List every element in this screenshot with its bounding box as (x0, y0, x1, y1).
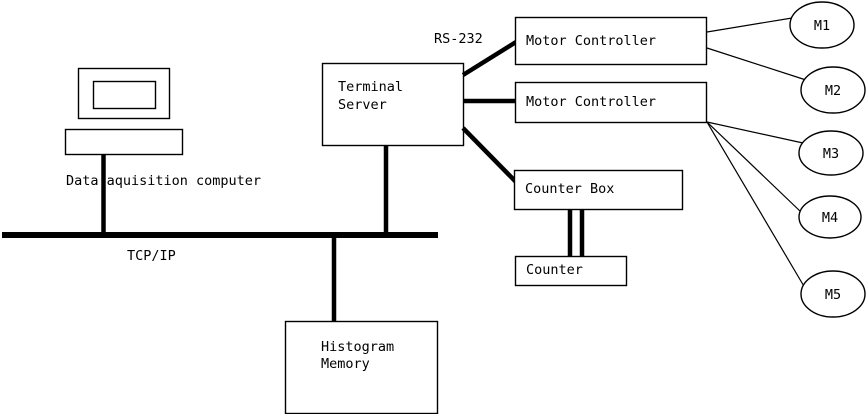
link-terminal-server-to-motor-controller-1 (461, 40, 518, 77)
terminal-server-box (321, 62, 465, 147)
daq-computer-base (64, 128, 184, 156)
tcpip-bus-label: TCP/IP (127, 248, 176, 264)
motor-controller-1-box (514, 16, 708, 66)
motor-m5-ellipse (800, 270, 866, 318)
motor-m4-label: M4 (822, 210, 838, 226)
terminal-server-label-line2: Server (338, 97, 387, 113)
link-motor-controller-2-to-m5 (706, 121, 806, 289)
link-motor-controller-1-to-m1 (706, 17, 793, 33)
motor-m5-label: M5 (825, 287, 841, 303)
motor-m2-ellipse (800, 66, 866, 114)
daq-computer-label: Data aquisition computer (66, 173, 261, 189)
histogram-memory-label-line1: Histogram (321, 339, 394, 355)
counter-box-label: Counter Box (525, 181, 614, 197)
daq-monitor-screen (92, 80, 157, 110)
histogram-memory-label-line2: Memory (321, 356, 370, 372)
rs232-label: RS-232 (434, 31, 483, 47)
link-motor-controller-1-to-m2 (706, 47, 807, 81)
motor-m3-ellipse (798, 130, 864, 176)
motor-controller-2-box (514, 81, 708, 124)
motor-m3-label: M3 (823, 146, 839, 162)
counter-box (514, 255, 628, 287)
link-motor-controller-2-to-m3 (706, 121, 804, 144)
motor-controller-1-label: Motor Controller (526, 33, 656, 49)
motor-m1-label: M1 (814, 18, 830, 34)
histogram-memory-box (284, 320, 439, 414)
motor-m4-ellipse (798, 195, 862, 239)
motor-controller-2-label: Motor Controller (526, 94, 656, 110)
counter-label: Counter (526, 262, 583, 278)
counter-box-box (513, 169, 684, 211)
link-motor-controller-2-to-m4 (706, 121, 802, 213)
motor-m2-label: M2 (825, 83, 841, 99)
terminal-server-label-line1: Terminal (338, 79, 403, 95)
motor-m1-ellipse (789, 1, 855, 49)
link-terminal-server-to-counter-box (461, 126, 518, 184)
